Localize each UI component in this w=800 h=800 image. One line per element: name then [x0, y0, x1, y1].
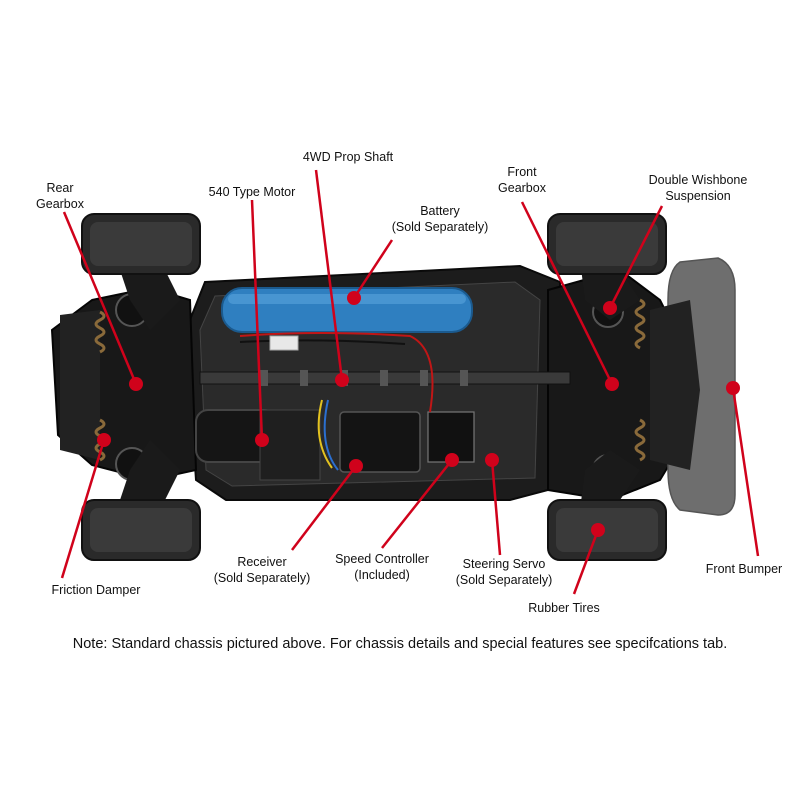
label-suspension-line2: Suspension — [665, 189, 731, 203]
callout-line-motor — [250, 199, 264, 441]
label-motor: 540 Type Motor — [196, 184, 308, 200]
callout-dot-speed-controller — [445, 453, 459, 467]
callout-line-battery — [352, 239, 394, 299]
callout-line-suspension — [608, 205, 664, 309]
callout-line-steering-servo — [490, 459, 502, 556]
callout-line-rubber-tires — [572, 529, 600, 595]
esc-box — [339, 411, 421, 473]
footnote: Note: Standard chassis pictured above. F… — [72, 636, 728, 652]
label-rubber-tires: Rubber Tires — [514, 600, 614, 616]
callout-dot-steering-servo — [485, 453, 499, 467]
label-speed-controller-line1: Speed Controller — [335, 552, 429, 566]
callout-line-prop-shaft — [314, 169, 344, 381]
label-steering-servo-line2: (Sold Separately) — [455, 573, 553, 587]
label-front-gearbox-line1: Front — [507, 165, 537, 179]
label-speed-controller-line2: (Included) — [354, 568, 410, 582]
callout-dot-friction-damper — [97, 433, 111, 447]
callout-line-friction-damper — [60, 439, 106, 579]
callout-dot-motor — [255, 433, 269, 447]
callout-line-front-gearbox — [520, 201, 614, 385]
label-friction-damper-line1: Friction Damper — [51, 583, 141, 597]
label-prop-shaft: 4WD Prop Shaft — [300, 149, 396, 165]
callout-lines — [60, 169, 760, 595]
label-rubber-tires-line1: Rubber Tires — [528, 601, 600, 615]
front-damper-springs — [634, 298, 646, 462]
label-receiver-line2: (Sold Separately) — [213, 571, 311, 585]
callout-dot-rear-gearbox — [129, 377, 143, 391]
callout-dot-front-bumper — [726, 381, 740, 395]
callout-dot-prop-shaft — [335, 373, 349, 387]
callout-dot-suspension — [603, 301, 617, 315]
label-receiver-line1: Receiver — [237, 555, 287, 569]
chassis-illustration — [50, 213, 736, 561]
label-receiver: Receiver (Sold Separately) — [202, 554, 322, 586]
label-battery-line2: (Sold Separately) — [391, 220, 489, 234]
callout-dots — [97, 291, 740, 537]
label-suspension: Double Wishbone Suspension — [638, 172, 758, 204]
callout-line-front-bumper — [731, 387, 760, 557]
label-front-gearbox: Front Gearbox — [492, 164, 552, 196]
label-suspension-line1: Double Wishbone — [648, 173, 748, 187]
tires — [81, 213, 667, 561]
callout-dot-receiver — [349, 459, 363, 473]
label-friction-damper: Friction Damper — [40, 582, 152, 598]
label-rear-gearbox-line1: Rear — [46, 181, 74, 195]
label-prop-shaft-line1: 4WD Prop Shaft — [302, 150, 394, 164]
label-front-gearbox-line2: Gearbox — [498, 181, 546, 195]
label-steering-servo: Steering Servo (Sold Separately) — [444, 556, 564, 588]
label-speed-controller: Speed Controller (Included) — [322, 551, 442, 583]
label-front-bumper: Front Bumper — [694, 561, 794, 577]
label-rear-gearbox: Rear Gearbox — [30, 180, 90, 212]
callout-dot-battery — [347, 291, 361, 305]
label-battery-line1: Battery — [420, 204, 460, 218]
callout-line-rear-gearbox — [62, 211, 138, 385]
callout-dot-front-gearbox — [605, 377, 619, 391]
callout-dot-rubber-tires — [591, 523, 605, 537]
callout-line-receiver — [291, 465, 357, 551]
label-battery: Battery (Sold Separately) — [380, 203, 500, 235]
label-rear-gearbox-line2: Gearbox — [36, 197, 84, 211]
callout-line-speed-controller — [381, 459, 453, 549]
label-steering-servo-line1: Steering Servo — [462, 557, 546, 571]
label-motor-line1: 540 Type Motor — [208, 185, 296, 199]
label-front-bumper-line1: Front Bumper — [705, 562, 783, 576]
